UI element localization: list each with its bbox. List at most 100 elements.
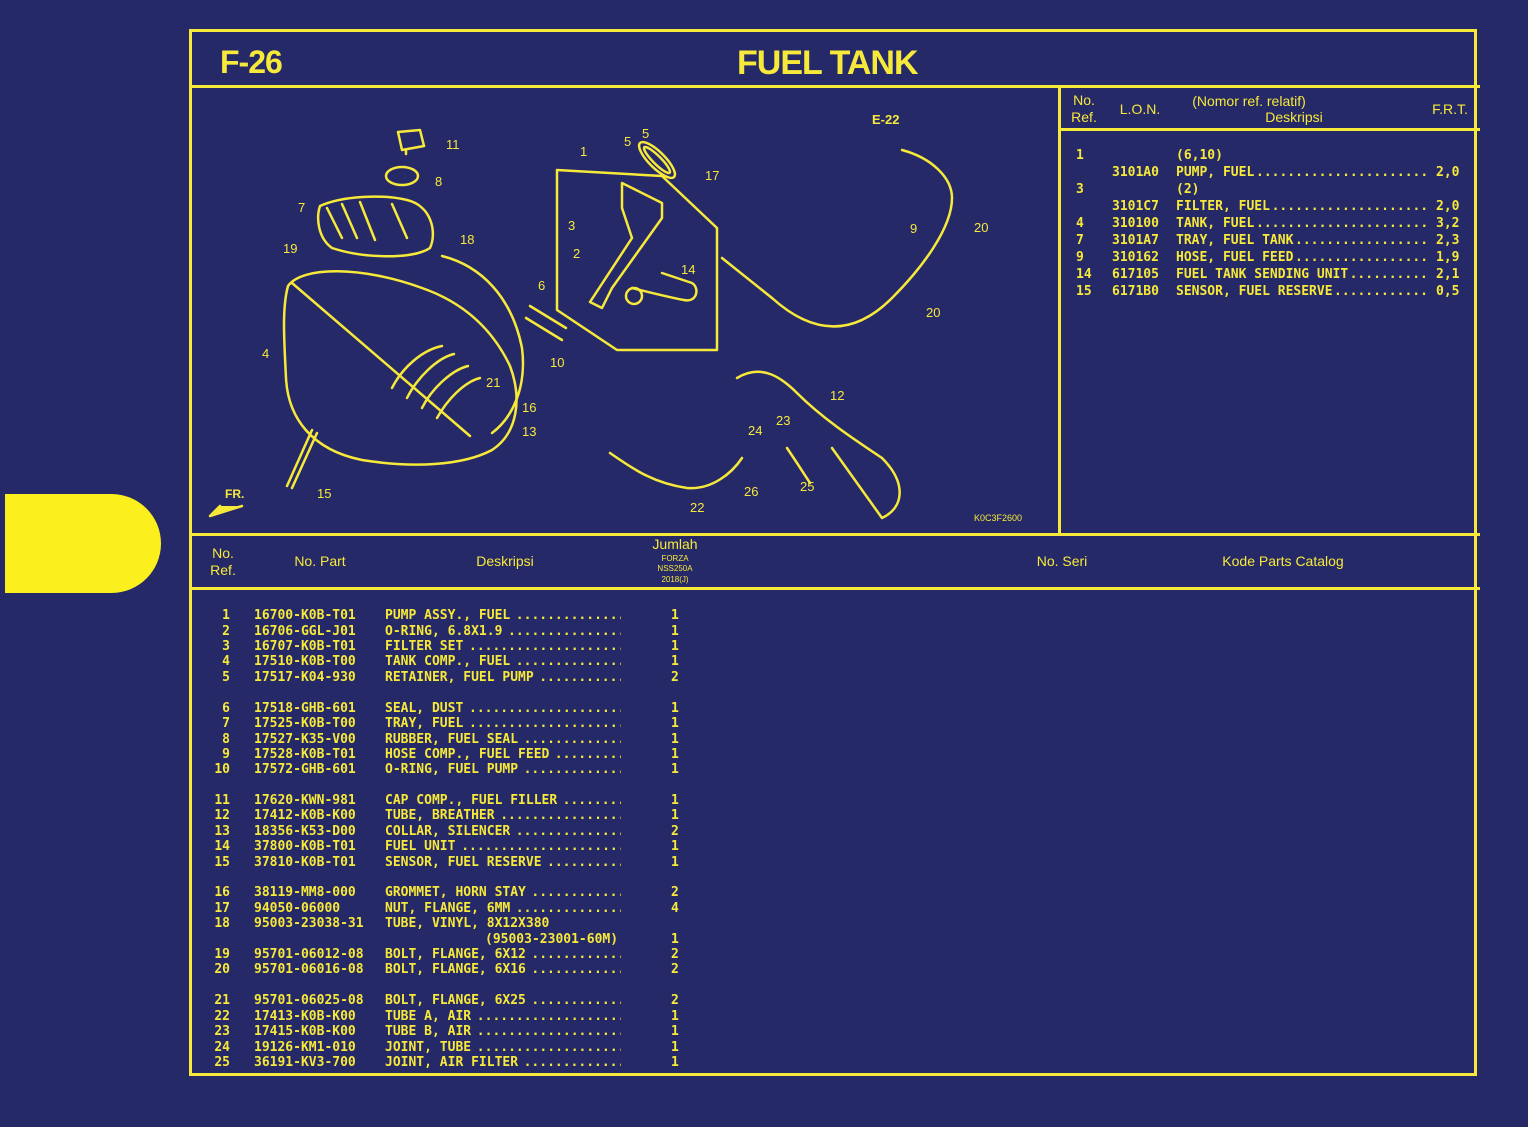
callout-14: 14: [681, 262, 695, 277]
cell-qty: 1: [671, 608, 679, 623]
cell-ref: 15: [214, 855, 230, 870]
cell-ref: 20: [214, 962, 230, 977]
dot-leader: ........................................…: [515, 901, 621, 916]
ref-cell-lon: 617105: [1112, 267, 1159, 282]
cell-desc: O-RING, 6.8X1.9: [385, 624, 503, 639]
callout-20a: 20: [974, 220, 988, 235]
callout-26: 26: [744, 484, 758, 499]
cell-qty: 1: [671, 654, 679, 669]
cell-part: 16707-K0B-T01: [254, 639, 356, 654]
cell-part: 17518-GHB-601: [254, 701, 356, 716]
ref-col-header-lon: L.O.N.: [1119, 101, 1161, 117]
cell-desc: FUEL UNIT: [385, 839, 456, 854]
callout-25: 25: [800, 479, 814, 494]
cell-qty: 2: [671, 824, 679, 839]
cell-ref: 5: [222, 670, 230, 685]
ref-cell-desc: FUEL TANK SENDING UNIT: [1176, 267, 1349, 282]
cell-part: 37800-K0B-T01: [254, 839, 356, 854]
cell-part: 95701-06025-08: [254, 993, 364, 1008]
filler-cap-shape: [396, 128, 426, 156]
catalog-page-frame: [189, 29, 1477, 1076]
dot-leader: ........................................…: [1295, 233, 1428, 248]
dot-leader: ........................................…: [1349, 267, 1428, 282]
parts-col-header-no-ref: No. Ref.: [210, 545, 236, 578]
ref-cell-desc: (2): [1176, 182, 1200, 197]
cell-ref: 19: [214, 947, 230, 962]
dot-leader: ........................................…: [508, 624, 621, 639]
vinyl-tube-shape: [440, 254, 525, 435]
exploded-parts-diagram: 11 8 7 19 18 4 1 5 5 17 3 2 6 14 10 21 1…: [208, 112, 1022, 523]
fuel-feed-hose-shape: [770, 148, 954, 328]
callout-6: 6: [538, 278, 545, 293]
cell-desc: CAP COMP., FUEL FILLER: [385, 793, 558, 808]
tray-shape: [316, 195, 435, 258]
cell-desc: TUBE B, AIR: [385, 1024, 472, 1039]
parts-col-header-no-part: No. Part: [294, 553, 346, 569]
cell-qty: 1: [671, 793, 679, 808]
cell-ref: 12: [214, 808, 230, 823]
dot-leader: ........................................…: [1271, 199, 1428, 214]
diagram-callouts: 11 8 7 19 18 4 1 5 5 17 3 2 6 14 10 21 1…: [225, 112, 1022, 523]
cell-part: 19126-KM1-010: [254, 1040, 356, 1055]
cell-desc: NUT, FLANGE, 6MM: [385, 901, 511, 916]
cell-desc: RETAINER, FUEL PUMP: [385, 670, 534, 685]
callout-18: 18: [460, 232, 474, 247]
breather-tube-shape: [735, 370, 901, 520]
cell-ref: 14: [214, 839, 230, 854]
ref-cell-ref: 14: [1076, 267, 1092, 282]
table-row: (95003-23001-60M)1: [200, 932, 700, 948]
cell-ref: 16: [214, 885, 230, 900]
callout-8: 8: [435, 174, 442, 189]
cell-ref: 9: [222, 747, 230, 762]
dot-leader: ........................................…: [515, 608, 621, 623]
cell-part: 38119-MM8-000: [254, 885, 356, 900]
cell-qty: 2: [671, 962, 679, 977]
ref-table-row: 1(6,10): [1068, 147, 1468, 164]
callout-13: 13: [522, 424, 536, 439]
dot-leader: ........................................…: [547, 855, 621, 870]
cell-qty: 1: [671, 808, 679, 823]
ref-col-header-no-ref: No. Ref.: [1071, 92, 1097, 125]
dot-leader: ........................................…: [539, 670, 621, 685]
cell-ref: 13: [214, 824, 230, 839]
callout-5a: 5: [624, 134, 631, 149]
side-nav-tab[interactable]: [5, 494, 161, 593]
dot-leader: ........................................…: [562, 793, 621, 808]
cell-qty: 4: [671, 901, 679, 916]
parts-col-header-model-3: 2018(J): [661, 575, 689, 584]
cell-ref: 21: [214, 993, 230, 1008]
cell-desc: SENSOR, FUEL RESERVE: [385, 855, 542, 870]
cell-desc: TRAY, FUEL: [385, 716, 464, 731]
cell-desc: TUBE, BREATHER: [385, 808, 495, 823]
callout-22: 22: [690, 500, 704, 515]
dot-leader: ........................................…: [461, 839, 621, 854]
cell-qty: 1: [671, 839, 679, 854]
cell-desc: BOLT, FLANGE, 6X16: [385, 962, 526, 977]
diagram-bottom-divider: [189, 533, 1480, 536]
callout-23: 23: [776, 413, 790, 428]
cell-desc: TUBE A, AIR: [385, 1009, 472, 1024]
cell-desc: TANK COMP., FUEL: [385, 654, 511, 669]
parts-col-header-serial: No. Seri: [1036, 553, 1088, 569]
callout-12: 12: [830, 388, 844, 403]
cell-qty: 1: [671, 624, 679, 639]
cell-part: 95701-06016-08: [254, 962, 364, 977]
cell-qty: 1: [671, 716, 679, 731]
dot-leader: ........................................…: [469, 716, 621, 731]
cell-ref: 22: [214, 1009, 230, 1024]
cell-qty: 2: [671, 885, 679, 900]
cell-part: 95003-23038-31: [254, 916, 364, 931]
cell-desc: BOLT, FLANGE, 6X25: [385, 993, 526, 1008]
cell-part: 16706-GGL-J01: [254, 624, 356, 639]
cell-qty: 1: [671, 639, 679, 654]
callout-24: 24: [748, 423, 762, 438]
cell-qty: 1: [671, 1040, 679, 1055]
